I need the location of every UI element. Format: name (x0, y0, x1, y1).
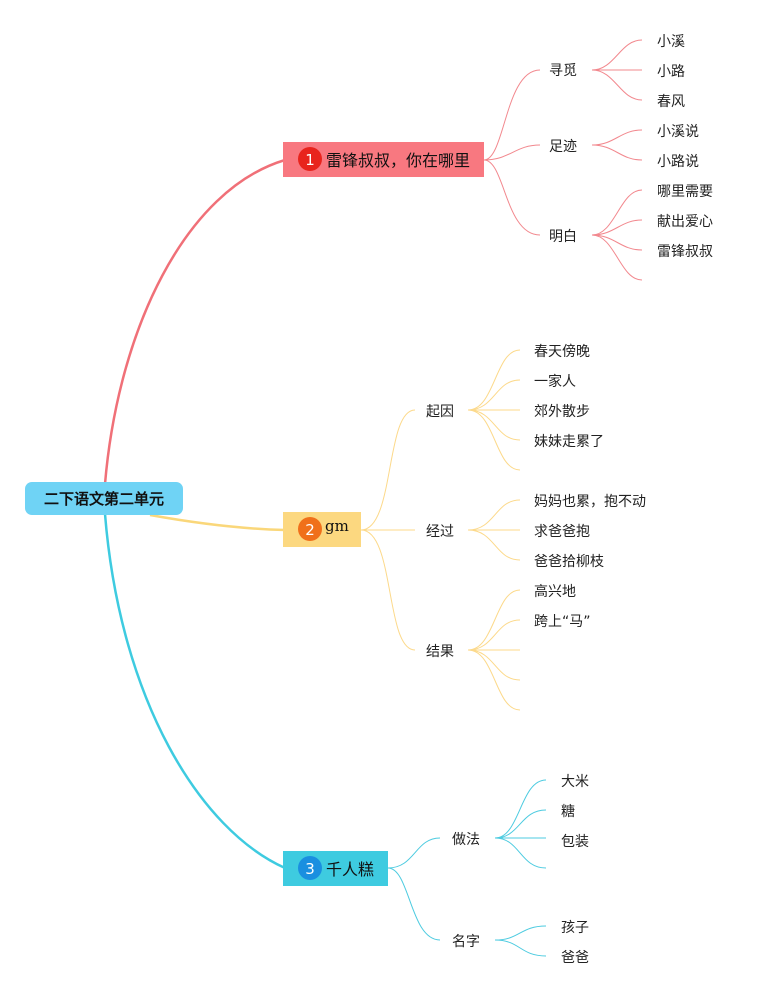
leaf-mama-yelei[interactable]: 妈妈也累，抱不动 (534, 494, 646, 510)
topic-2-box (283, 512, 361, 547)
leaf-xiaolu[interactable]: 小路 (657, 64, 685, 80)
topic-3-node[interactable]: 3 千人糕 (283, 851, 388, 886)
leaf-xiaoxi-shuo[interactable]: 小溪说 (657, 124, 699, 140)
leaf-xiaoxi[interactable]: 小溪 (657, 34, 685, 50)
topic-1-connectors (483, 39, 643, 281)
leaf-chuntian-bangwan[interactable]: 春天傍晚 (534, 343, 590, 360)
root-node[interactable]: 二下语文第二单元 (25, 482, 183, 515)
leaf-baba-shi-liuzhi[interactable]: 爸爸拾柳枝 (534, 553, 604, 570)
topic-3-label: 千人糕 (326, 860, 374, 879)
leaf-haizi[interactable]: 孩子 (561, 920, 589, 936)
leaf-baozhuang[interactable]: 包装 (561, 834, 589, 850)
topic-3-number-badge (298, 856, 322, 880)
topic-1-number: 1 (305, 151, 315, 169)
branch-zuofa[interactable]: 做法 (452, 832, 480, 848)
leaf-yijiaren[interactable]: 一家人 (534, 373, 576, 390)
leaf-tang[interactable]: 糖 (561, 804, 575, 820)
leaf-qiu-baba-bao[interactable]: 求爸爸抱 (534, 524, 590, 540)
root-to-topic-1-line (103, 158, 286, 485)
topic-2-label: gm (325, 517, 349, 535)
topic-2-connectors (360, 349, 521, 711)
branch-mingzi[interactable]: 名字 (452, 934, 480, 950)
root-to-topic-2-line (149, 513, 286, 532)
leaf-nali-xuyao[interactable]: 哪里需要 (657, 184, 713, 200)
topic-2-node[interactable]: 2 gm (283, 512, 361, 547)
topic-3-number: 3 (305, 860, 315, 878)
branch-jieguo[interactable]: 结果 (426, 644, 454, 660)
leaf-kuashang-ma[interactable]: 跨上“马” (534, 614, 591, 630)
leaf-meimei-zoulei[interactable]: 妹妹走累了 (534, 434, 604, 450)
leaf-dami[interactable]: 大米 (561, 774, 589, 790)
topic-2-number-badge (298, 517, 322, 541)
leaf-chunfeng[interactable]: 春风 (657, 94, 685, 110)
leaf-baba[interactable]: 爸爸 (561, 950, 589, 966)
topic-1-label: 雷锋叔叔，你在哪里 (326, 151, 470, 170)
leaf-xianchu-aixin[interactable]: 献出爱心 (657, 214, 713, 230)
branch-qiyin[interactable]: 起因 (426, 404, 454, 420)
root-to-topic-3-line (103, 513, 286, 870)
topic-1-number-badge (298, 147, 322, 171)
topic-2-number: 2 (305, 521, 315, 539)
branch-jingguo[interactable]: 经过 (426, 524, 454, 540)
topic-3-connectors (387, 779, 547, 957)
branch-xunmi[interactable]: 寻觅 (549, 63, 577, 79)
root-node-label: 二下语文第二单元 (44, 490, 164, 508)
branch-zuji[interactable]: 足迹 (549, 139, 577, 155)
topic-1-node[interactable]: 1 雷锋叔叔，你在哪里 (283, 142, 484, 177)
leaf-gaoxing-de[interactable]: 高兴地 (534, 583, 576, 600)
leaf-xiaolu-shuo[interactable]: 小路说 (657, 154, 699, 170)
root-node-box (25, 482, 183, 515)
leaf-jiaowai-sanbu[interactable]: 郊外散步 (534, 403, 590, 420)
branch-mingbai[interactable]: 明白 (549, 229, 577, 245)
leaf-leifeng-shushu[interactable]: 雷锋叔叔 (657, 244, 713, 260)
